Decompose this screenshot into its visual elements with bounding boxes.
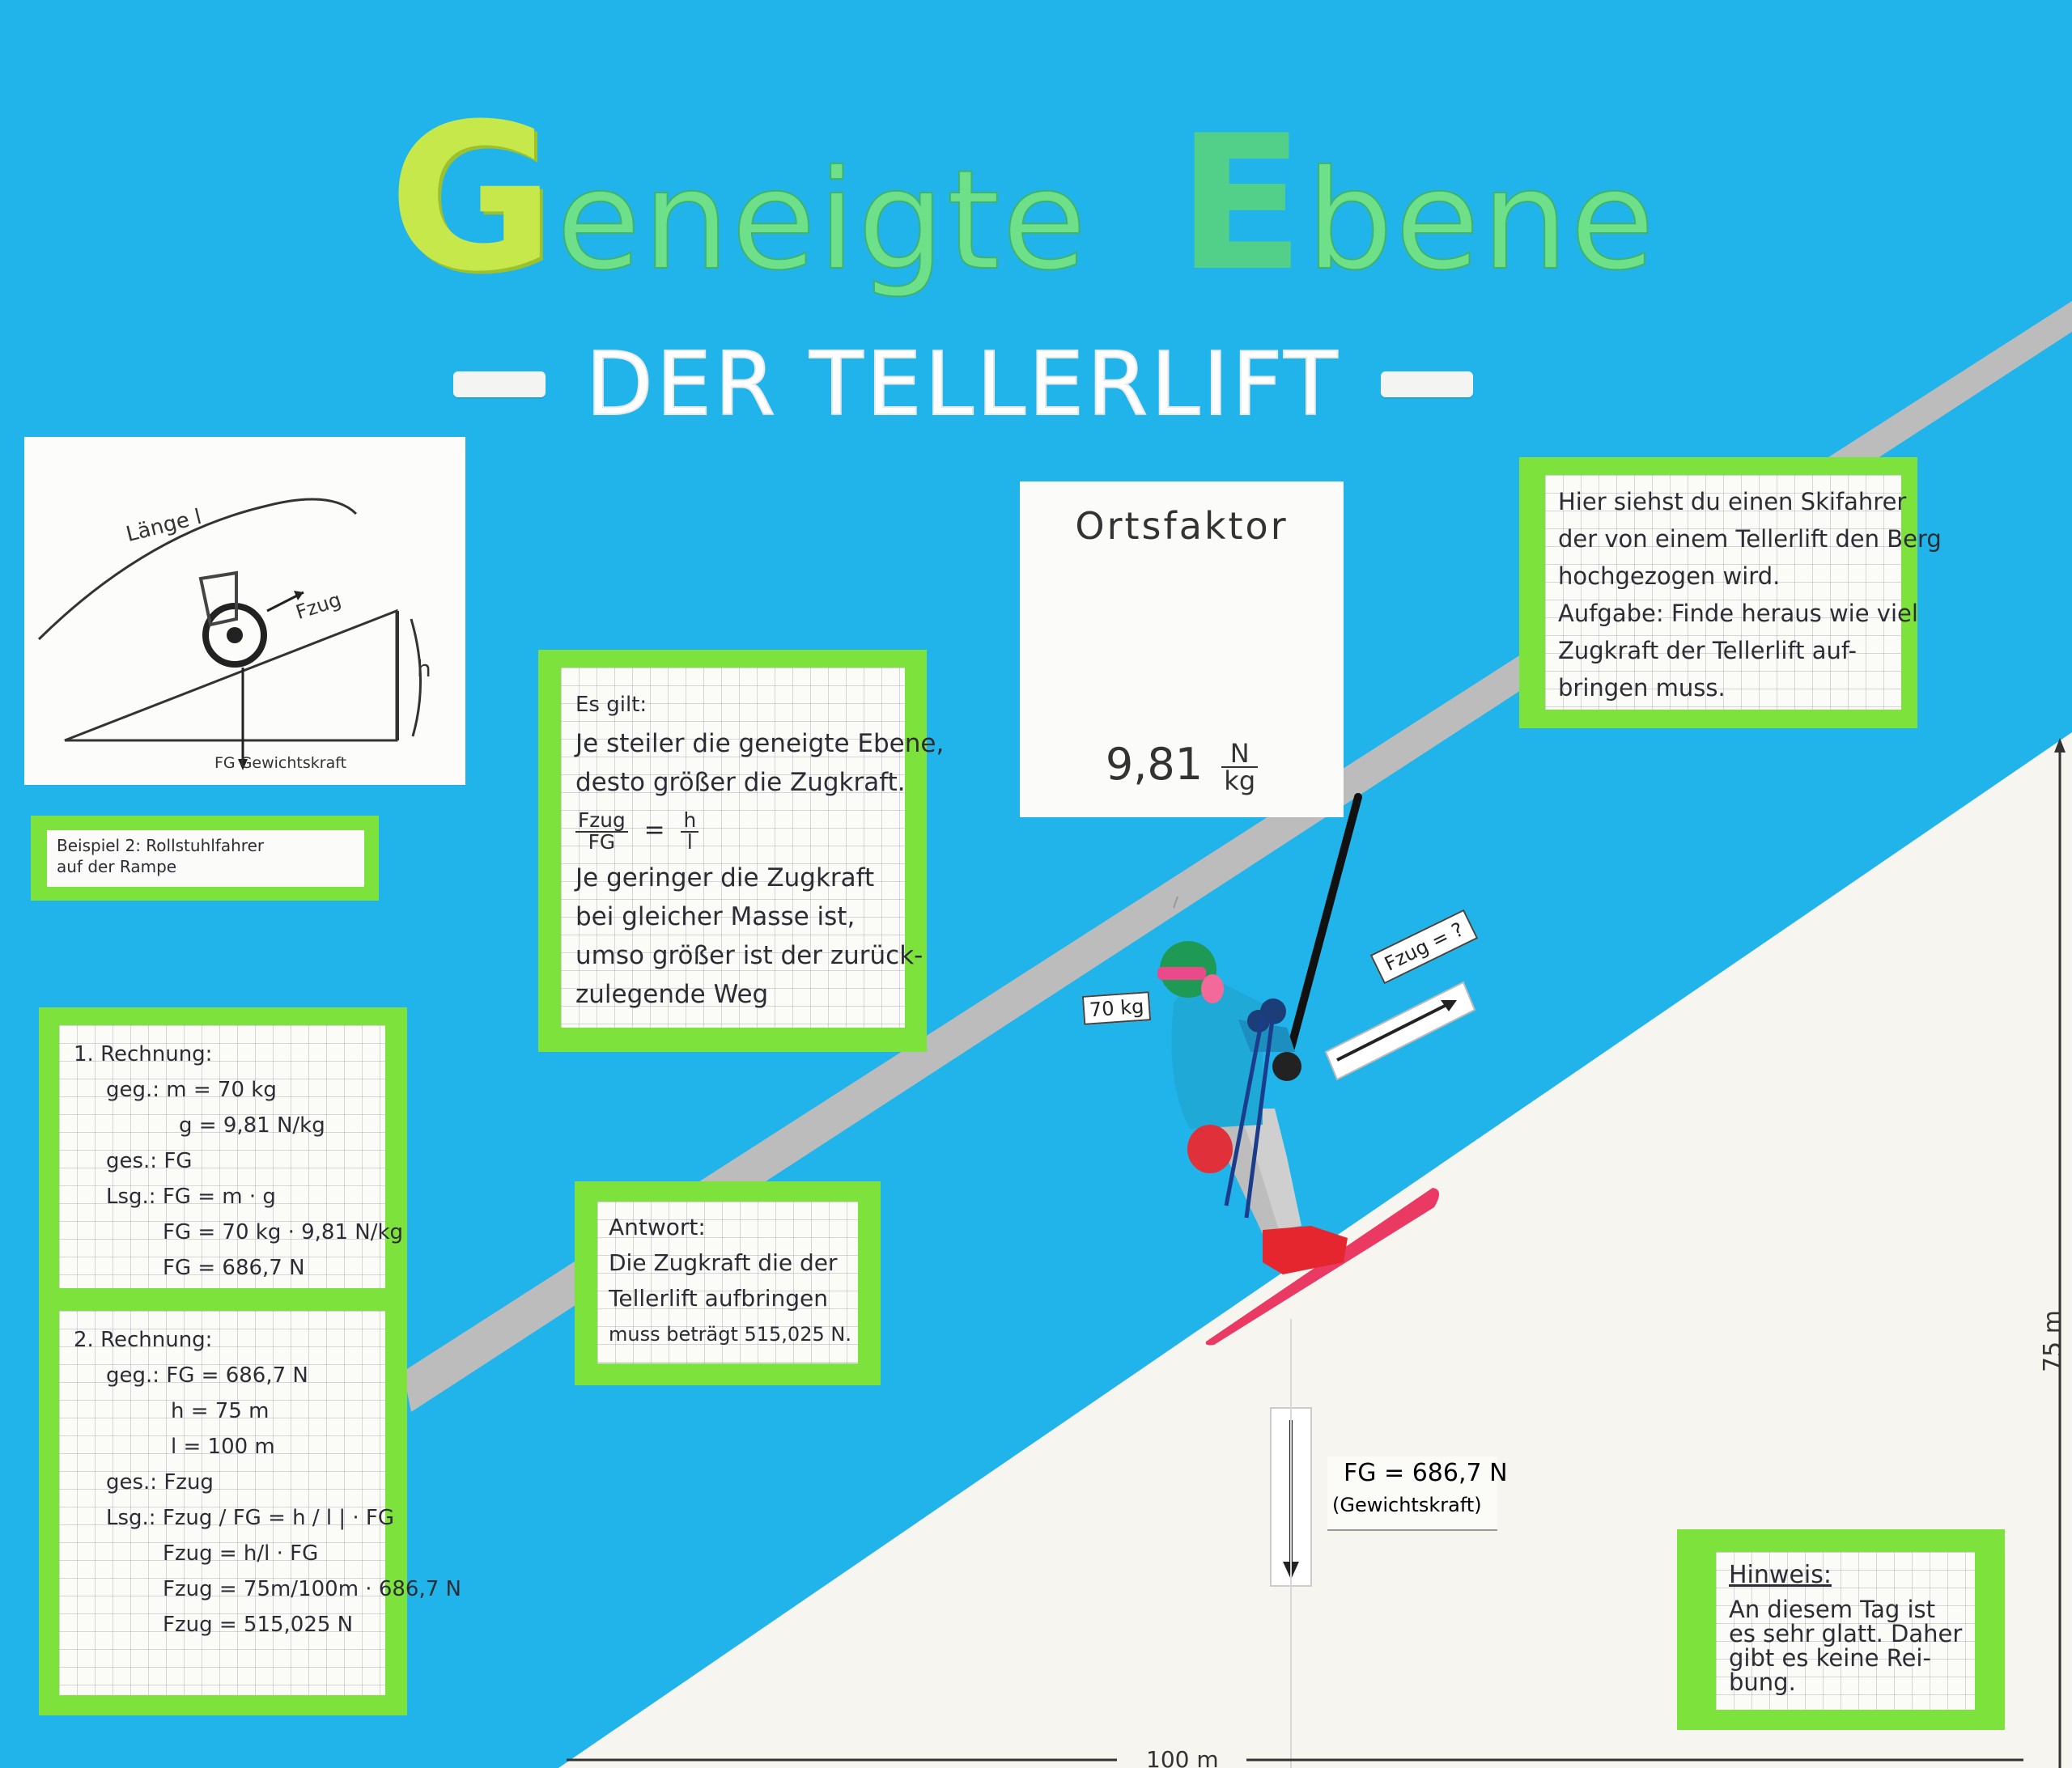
summary-card: Hier siehst du einen Skifahrer der von e… bbox=[1519, 457, 1942, 728]
calc1-line-1: geg.: m = 70 kg bbox=[106, 1078, 277, 1102]
diagram-card: Länge l Fzug h FG Gewichtskraft bbox=[24, 437, 465, 785]
rule-line-4: bei gleicher Masse ist, bbox=[575, 902, 856, 931]
answer-line-1: Die Zugkraft die der bbox=[609, 1249, 838, 1276]
calc2-line-4: ges.: Fzug bbox=[106, 1470, 214, 1495]
rule-line-1: Je steiler die geneigte Ebene, bbox=[575, 729, 945, 758]
weight-force-note: (Gewichtskraft) bbox=[1332, 1494, 1482, 1516]
calc2-line-2: h = 75 m bbox=[171, 1399, 270, 1423]
formula-h: h bbox=[681, 810, 699, 833]
rule-line-6: zulegende Weg bbox=[575, 980, 769, 1009]
ortsfaktor-unit-kg: kg bbox=[1224, 765, 1256, 797]
answer-line-3: muss beträgt 515,025 N. bbox=[609, 1323, 851, 1346]
ortsfaktor-unit-n: N bbox=[1221, 740, 1259, 769]
calculation-card: 1. Rechnung: geg.: m = 70 kg g = 9,81 N/… bbox=[39, 1007, 461, 1715]
calc2-line-8: Fzug = 515,025 N bbox=[163, 1613, 354, 1637]
rule-line-2: desto größer die Zugkraft. bbox=[575, 768, 906, 797]
summary-line-6: bringen muss. bbox=[1558, 674, 1726, 702]
rule-line-3: Je geringer die Zugkraft bbox=[575, 863, 875, 892]
title-word-geneigte: eneigte bbox=[555, 141, 1089, 301]
summary-line-1: Hier siehst du einen Skifahrer bbox=[1558, 488, 1907, 515]
calc1-line-5: FG = 70 kg · 9,81 N/kg bbox=[163, 1220, 404, 1244]
ramp-diagram bbox=[24, 437, 465, 785]
note-card: Hinweis: An diesem Tag ist es sehr glatt… bbox=[1677, 1529, 2005, 1730]
example-line-1: Beispiel 2: Rollstuhlfahrer bbox=[57, 836, 265, 855]
example-card: Beispiel 2: Rollstuhlfahrer auf der Ramp… bbox=[31, 816, 379, 901]
skier-figure bbox=[1157, 941, 1440, 1346]
weight-force-label: FG = 686,7 N (Gewichtskraft) bbox=[1327, 1456, 1508, 1531]
weight-force-arrow bbox=[1270, 1319, 1312, 1768]
tow-bar bbox=[1287, 793, 1362, 1052]
example-line-2: auf der Rampe bbox=[57, 857, 177, 876]
rule-card: Es gilt: Je steiler die geneigte Ebene, … bbox=[538, 650, 945, 1052]
pull-force-label: Fzug bbox=[293, 587, 344, 625]
subtitle-dash-right bbox=[1381, 371, 1473, 397]
title-word-ebene: bene bbox=[1306, 141, 1657, 301]
length-dimension-label: 100 m bbox=[1141, 1746, 1224, 1768]
calc2-line-1: geg.: FG = 686,7 N bbox=[106, 1363, 308, 1388]
calc1-line-6: FG = 686,7 N bbox=[163, 1256, 305, 1280]
calc1-line-3: ges.: FG bbox=[106, 1149, 193, 1173]
mass-label: 70 kg bbox=[1081, 991, 1152, 1025]
formula-fg: FG bbox=[588, 829, 616, 854]
note-heading: Hinweis: bbox=[1729, 1561, 1832, 1589]
weight-label: FG Gewichtskraft bbox=[214, 754, 347, 772]
note-line-1: An diesem Tag ist bbox=[1729, 1596, 1936, 1623]
summary-line-3: hochgezogen wird. bbox=[1558, 562, 1781, 590]
answer-line-2: Tellerlift aufbringen bbox=[609, 1285, 828, 1312]
height-label: h bbox=[417, 655, 431, 682]
subtitle-dash-left bbox=[453, 371, 546, 397]
weight-force-value: FG = 686,7 N bbox=[1344, 1459, 1508, 1487]
calculation-1: 1. Rechnung: geg.: m = 70 kg g = 9,81 N/… bbox=[59, 1025, 404, 1288]
calc2-line-5: Lsg.: Fzug / FG = h / l | · FG bbox=[106, 1506, 395, 1530]
calculation-2: 2. Rechnung: geg.: FG = 686,7 N h = 75 m… bbox=[59, 1311, 461, 1695]
length-label: Länge l bbox=[123, 504, 205, 548]
pull-force-arrow bbox=[1324, 981, 1476, 1081]
poster-subtitle: DER TELLERLIFT bbox=[453, 320, 1473, 449]
summary-line-4: Aufgabe: Finde heraus wie viel bbox=[1558, 600, 1918, 627]
title-letter-g: G bbox=[388, 80, 557, 316]
note-line-3: gibt es keine Rei- bbox=[1729, 1644, 1931, 1672]
calc2-heading: 2. Rechnung: bbox=[74, 1328, 213, 1352]
summary-line-5: Zugkraft der Tellerlift auf- bbox=[1558, 637, 1857, 664]
calc2-line-3: l = 100 m bbox=[171, 1435, 275, 1459]
formula-equals: = bbox=[643, 816, 665, 845]
rule-intro: Es gilt: bbox=[575, 693, 648, 717]
subtitle-text: DER TELLERLIFT bbox=[585, 333, 1341, 436]
calc1-line-4: Lsg.: FG = m · g bbox=[106, 1185, 276, 1209]
formula-l: l bbox=[686, 829, 693, 854]
height-dimension bbox=[2054, 738, 2066, 1768]
calc1-line-2: g = 9,81 N/kg bbox=[179, 1113, 325, 1138]
formula-fzug: Fzug bbox=[575, 810, 628, 833]
calc2-line-6: Fzug = h/l · FG bbox=[163, 1541, 319, 1566]
ortsfaktor-title: Ortsfaktor bbox=[1075, 504, 1289, 548]
answer-card: Antwort: Die Zugkraft die der Tellerlift… bbox=[575, 1181, 881, 1385]
note-line-4: bung. bbox=[1729, 1668, 1796, 1696]
calc1-heading: 1. Rechnung: bbox=[74, 1042, 213, 1066]
summary-line-2: der von einem Tellerlift den Berg bbox=[1558, 525, 1942, 553]
note-line-2: es sehr glatt. Daher bbox=[1729, 1620, 1963, 1647]
calc2-line-7: Fzug = 75m/100m · 686,7 N bbox=[163, 1577, 461, 1601]
answer-heading: Antwort: bbox=[609, 1214, 706, 1240]
title-letter-e: E bbox=[1177, 96, 1306, 312]
rule-line-5: umso größer ist der zurück- bbox=[575, 941, 923, 970]
height-dimension-label: 75 m bbox=[2038, 1310, 2067, 1372]
